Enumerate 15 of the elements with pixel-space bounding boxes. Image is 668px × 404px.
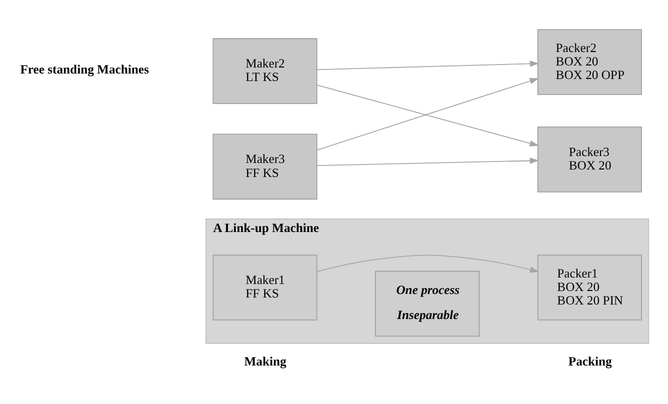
arrow <box>316 60 539 70</box>
node-box: Packer1 BOX 20 BOX 20 PIN <box>537 254 642 320</box>
arrow <box>316 254 539 272</box>
arrow <box>316 157 539 166</box>
label: Making <box>244 354 286 368</box>
node-box: Packer2 BOX 20 BOX 20 OPP <box>537 28 642 94</box>
node-box: Maker3 FF KS <box>212 133 318 200</box>
arrow <box>316 84 539 146</box>
node-box: Maker2 LT KS <box>212 38 318 104</box>
arrow <box>316 78 539 150</box>
label: Packing <box>568 354 612 368</box>
label: Free standing Machines <box>20 62 149 76</box>
node-box: Packer3 BOX 20 <box>537 126 642 192</box>
node-box: Maker1 FF KS <box>212 254 318 320</box>
node-box: One process Inseparable <box>375 270 480 336</box>
